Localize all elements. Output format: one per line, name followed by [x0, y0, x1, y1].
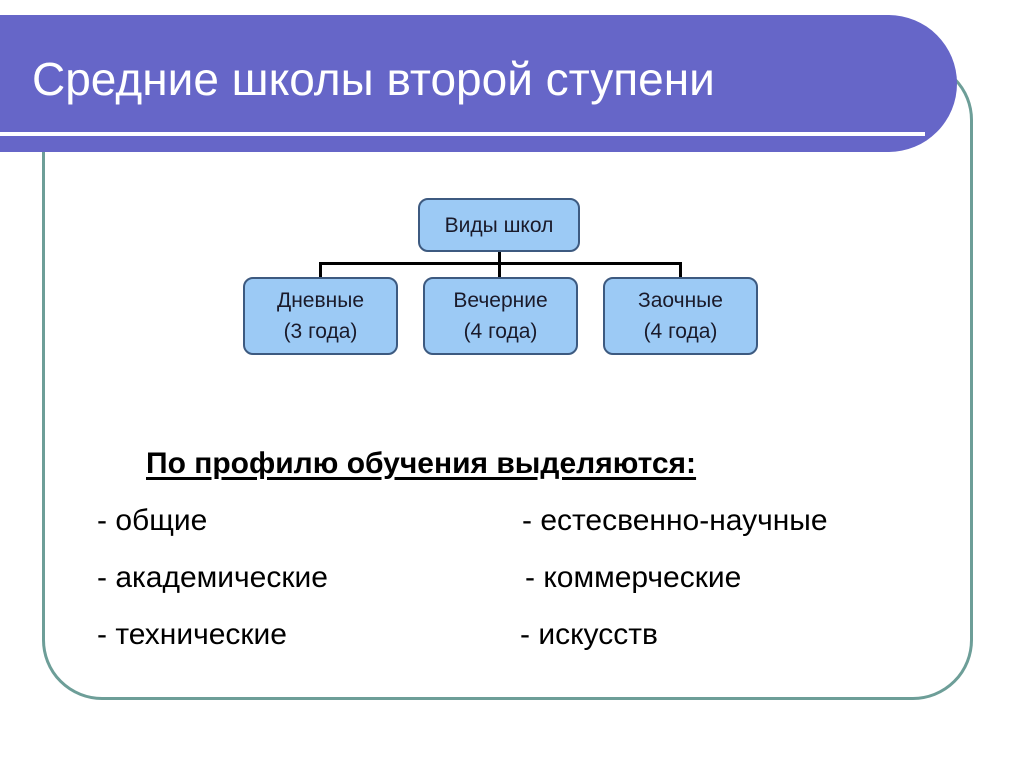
connector [679, 262, 682, 277]
node-label: Дневные [276, 289, 365, 312]
title-band [0, 15, 957, 152]
node-label: Вечерние [453, 289, 548, 312]
profiles-heading: По профилю обучения выделяются: [146, 447, 697, 480]
profile-item: - естесвенно-научные [522, 504, 828, 537]
root-node: Виды школ [418, 198, 580, 252]
node-day: Дневные (3 года) [243, 277, 398, 355]
title-underline [0, 132, 925, 136]
node-duration: (4 года) [643, 320, 718, 343]
profile-item: - академические [97, 561, 328, 594]
slide-title: Средние школы второй ступени [32, 53, 715, 105]
node-duration: (3 года) [283, 320, 358, 343]
profile-item: - коммерческие [525, 561, 742, 594]
connector [498, 262, 501, 277]
slide-frame [42, 60, 973, 700]
node-evening: Вечерние (4 года) [423, 277, 578, 355]
node-correspondence: Заочные (4 года) [603, 277, 758, 355]
connector [319, 262, 322, 277]
node-label: Заочные [638, 289, 723, 312]
profile-item: - искусств [520, 618, 658, 651]
root-label: Виды школ [444, 213, 554, 237]
profile-item: - технические [97, 618, 287, 651]
node-duration: (4 года) [463, 320, 538, 343]
profile-item: - общие [97, 504, 208, 537]
connector [498, 252, 501, 263]
